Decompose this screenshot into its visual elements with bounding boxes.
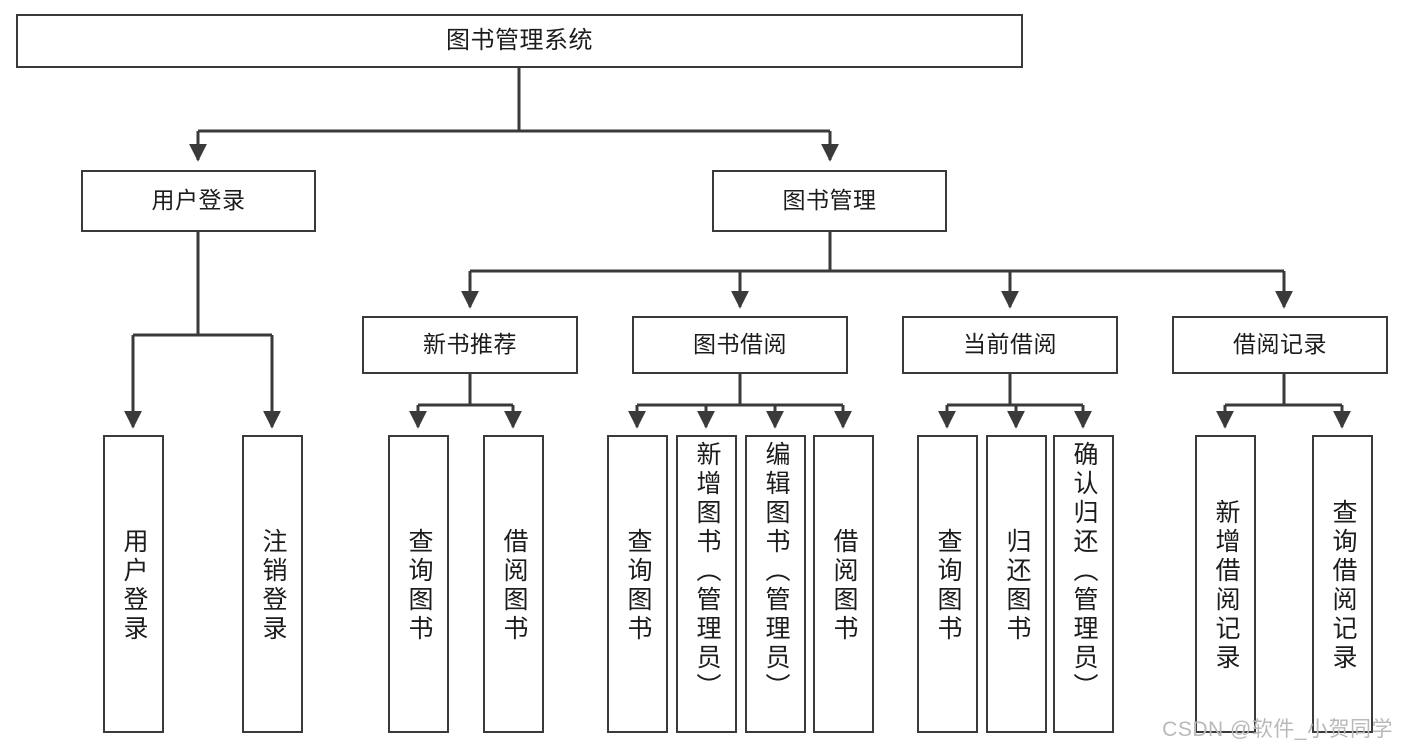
node-label: 查询图书 bbox=[624, 528, 652, 644]
leaf-add-book-admin[interactable]: 新增图书（管理员） bbox=[676, 435, 737, 733]
node-label: 编辑图书（管理员） bbox=[762, 441, 790, 702]
node-label: 图书借阅 bbox=[693, 331, 787, 358]
node-book-management[interactable]: 图书管理 bbox=[712, 170, 947, 232]
leaf-user-login[interactable]: 用户登录 bbox=[103, 435, 164, 733]
leaf-borrow-book[interactable]: 借阅图书 bbox=[813, 435, 874, 733]
node-label: 确认归还（管理员） bbox=[1070, 441, 1098, 702]
node-label: 注销登录 bbox=[259, 528, 287, 644]
node-label: 新书推荐 bbox=[423, 331, 517, 358]
leaf-return-book[interactable]: 归还图书 bbox=[986, 435, 1047, 733]
node-label: 新增借阅记录 bbox=[1212, 499, 1240, 673]
leaf-confirm-return-admin[interactable]: 确认归还（管理员） bbox=[1053, 435, 1114, 733]
leaf-query-book-borrow[interactable]: 查询图书 bbox=[607, 435, 668, 733]
node-new-book-recommend[interactable]: 新书推荐 bbox=[362, 316, 578, 374]
leaf-query-book-recommend[interactable]: 查询图书 bbox=[388, 435, 449, 733]
leaf-query-borrow-record[interactable]: 查询借阅记录 bbox=[1312, 435, 1373, 733]
node-root-library-system[interactable]: 图书管理系统 bbox=[16, 14, 1023, 68]
node-label: 借阅图书 bbox=[830, 528, 858, 644]
leaf-edit-book-admin[interactable]: 编辑图书（管理员） bbox=[745, 435, 806, 733]
node-label: 用户登录 bbox=[151, 187, 246, 214]
leaf-add-borrow-record[interactable]: 新增借阅记录 bbox=[1195, 435, 1256, 733]
node-label: 当前借阅 bbox=[963, 331, 1057, 358]
node-label: 借阅记录 bbox=[1233, 331, 1327, 358]
node-label: 查询图书 bbox=[405, 528, 433, 644]
node-book-borrow[interactable]: 图书借阅 bbox=[632, 316, 848, 374]
leaf-logout[interactable]: 注销登录 bbox=[242, 435, 303, 733]
node-label: 图书管理 bbox=[782, 187, 877, 214]
node-label: 新增图书（管理员） bbox=[693, 441, 721, 702]
node-label: 查询借阅记录 bbox=[1329, 499, 1357, 673]
node-label: 归还图书 bbox=[1003, 528, 1031, 644]
node-current-borrow[interactable]: 当前借阅 bbox=[902, 316, 1118, 374]
node-label: 用户登录 bbox=[120, 528, 148, 644]
node-borrow-record[interactable]: 借阅记录 bbox=[1172, 316, 1388, 374]
node-label: 借阅图书 bbox=[500, 528, 528, 644]
node-user-login[interactable]: 用户登录 bbox=[81, 170, 316, 232]
leaf-query-book-current[interactable]: 查询图书 bbox=[917, 435, 978, 733]
node-label: 图书管理系统 bbox=[446, 26, 593, 54]
leaf-borrow-book-recommend[interactable]: 借阅图书 bbox=[483, 435, 544, 733]
node-label: 查询图书 bbox=[934, 528, 962, 644]
